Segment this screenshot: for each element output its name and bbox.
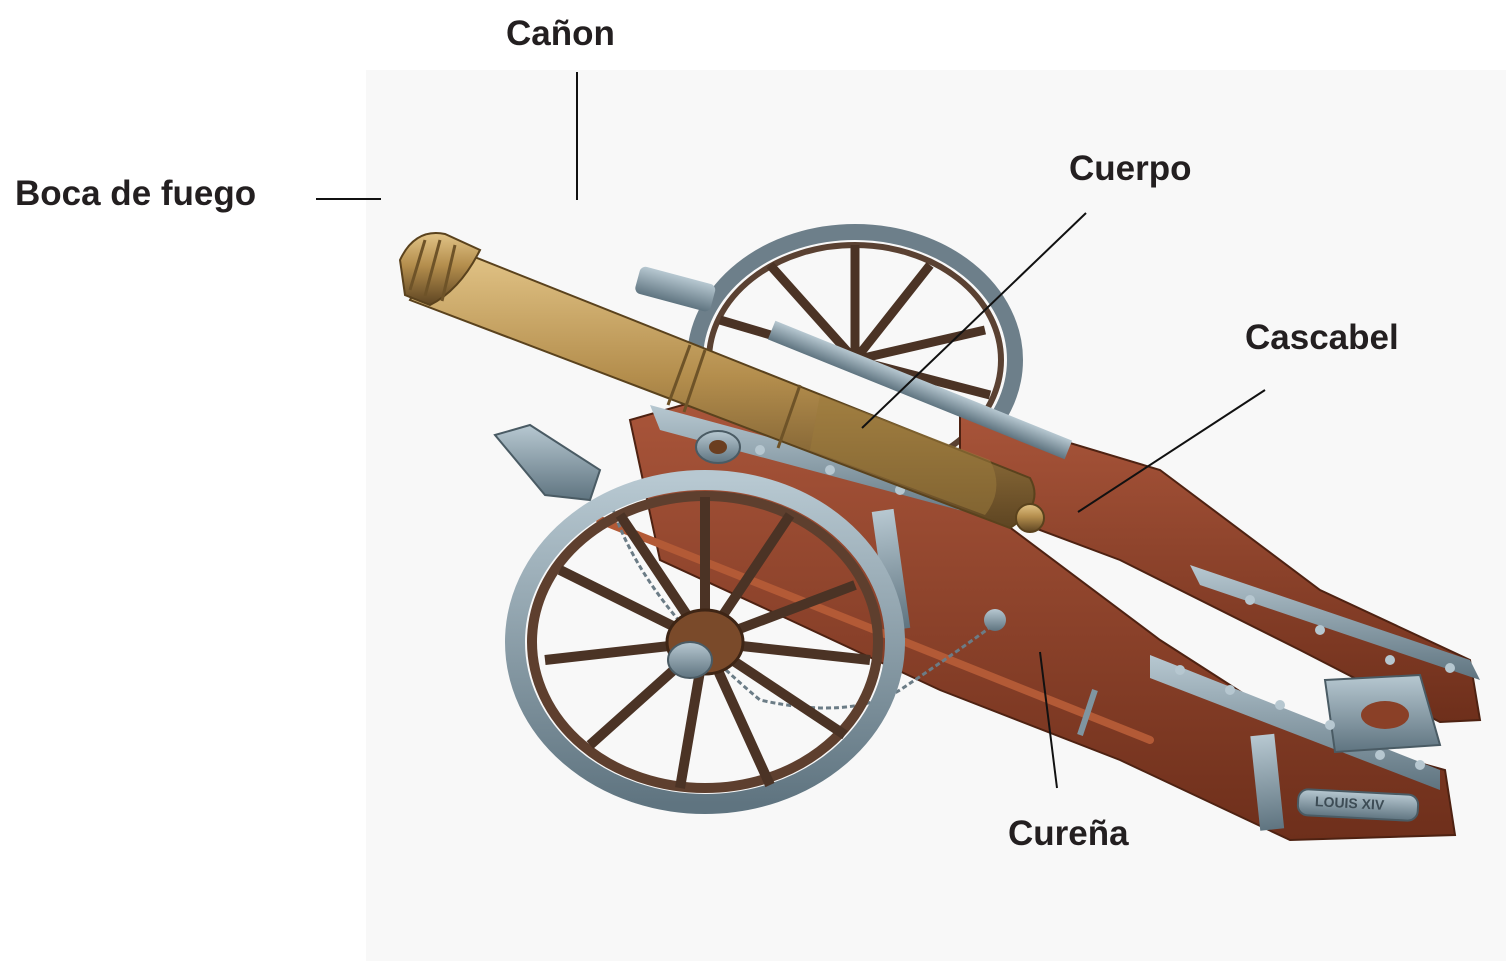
label-canon: Cañon	[506, 16, 615, 51]
label-cuerpo: Cuerpo	[1069, 151, 1192, 186]
rammer-tool	[634, 265, 717, 312]
label-cascabel: Cascabel	[1245, 320, 1399, 355]
label-boca-de-fuego: Boca de fuego	[15, 176, 256, 211]
label-curena: Cureña	[1008, 816, 1129, 851]
front-handle	[495, 425, 600, 500]
leader-line-cuerpo	[862, 213, 1086, 428]
